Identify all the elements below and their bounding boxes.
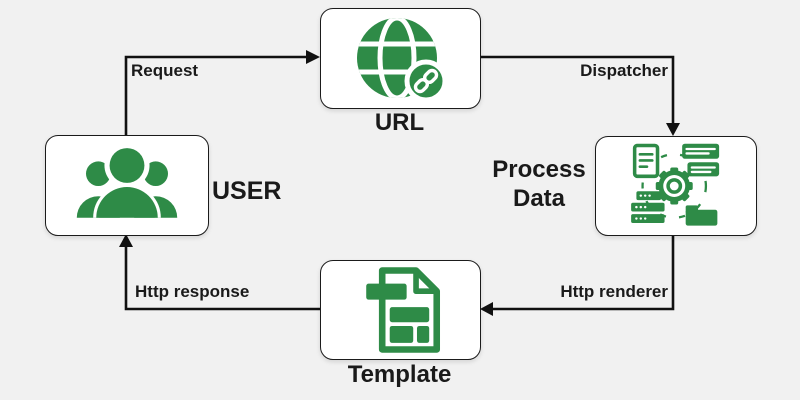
node-user bbox=[45, 135, 209, 236]
edge-request-line bbox=[124, 55, 308, 135]
users-icon bbox=[76, 144, 178, 218]
edge-renderer-line bbox=[491, 233, 675, 311]
edge-dispatcher-label: Dispatcher bbox=[580, 61, 668, 80]
edge-request-label: Request bbox=[131, 61, 199, 80]
edge-request-arrowhead bbox=[306, 50, 320, 64]
process-cycle-dashes bbox=[641, 153, 708, 219]
edge-response-arrowhead bbox=[119, 234, 133, 247]
data-processing-icon bbox=[631, 143, 720, 226]
template-file-icon bbox=[365, 267, 440, 353]
edge-dispatcher-line bbox=[479, 55, 675, 125]
text-panel-glyph bbox=[682, 143, 720, 177]
edge-renderer-arrowhead bbox=[480, 302, 493, 316]
document-glyph bbox=[632, 143, 660, 179]
template-folded-corner bbox=[412, 270, 437, 295]
server-stack-glyph bbox=[631, 191, 665, 223]
template-layout-blocks bbox=[365, 283, 429, 343]
node-template-label: Template bbox=[347, 361, 452, 388]
node-template bbox=[320, 260, 481, 360]
node-process-data bbox=[595, 136, 757, 236]
chain-link-glyph bbox=[413, 68, 438, 93]
gear-glyph bbox=[655, 167, 693, 205]
node-process-data-label: Process Data bbox=[492, 156, 586, 212]
node-url-label: URL bbox=[374, 109, 425, 136]
edge-response-label: Http response bbox=[135, 282, 250, 301]
edge-dispatcher-arrowhead bbox=[666, 123, 680, 136]
node-url bbox=[320, 8, 481, 109]
folder-glyph bbox=[685, 205, 718, 226]
edge-renderer-label: Http renderer bbox=[560, 282, 668, 301]
globe-link-icon bbox=[356, 17, 447, 102]
node-user-label: USER bbox=[212, 177, 282, 205]
